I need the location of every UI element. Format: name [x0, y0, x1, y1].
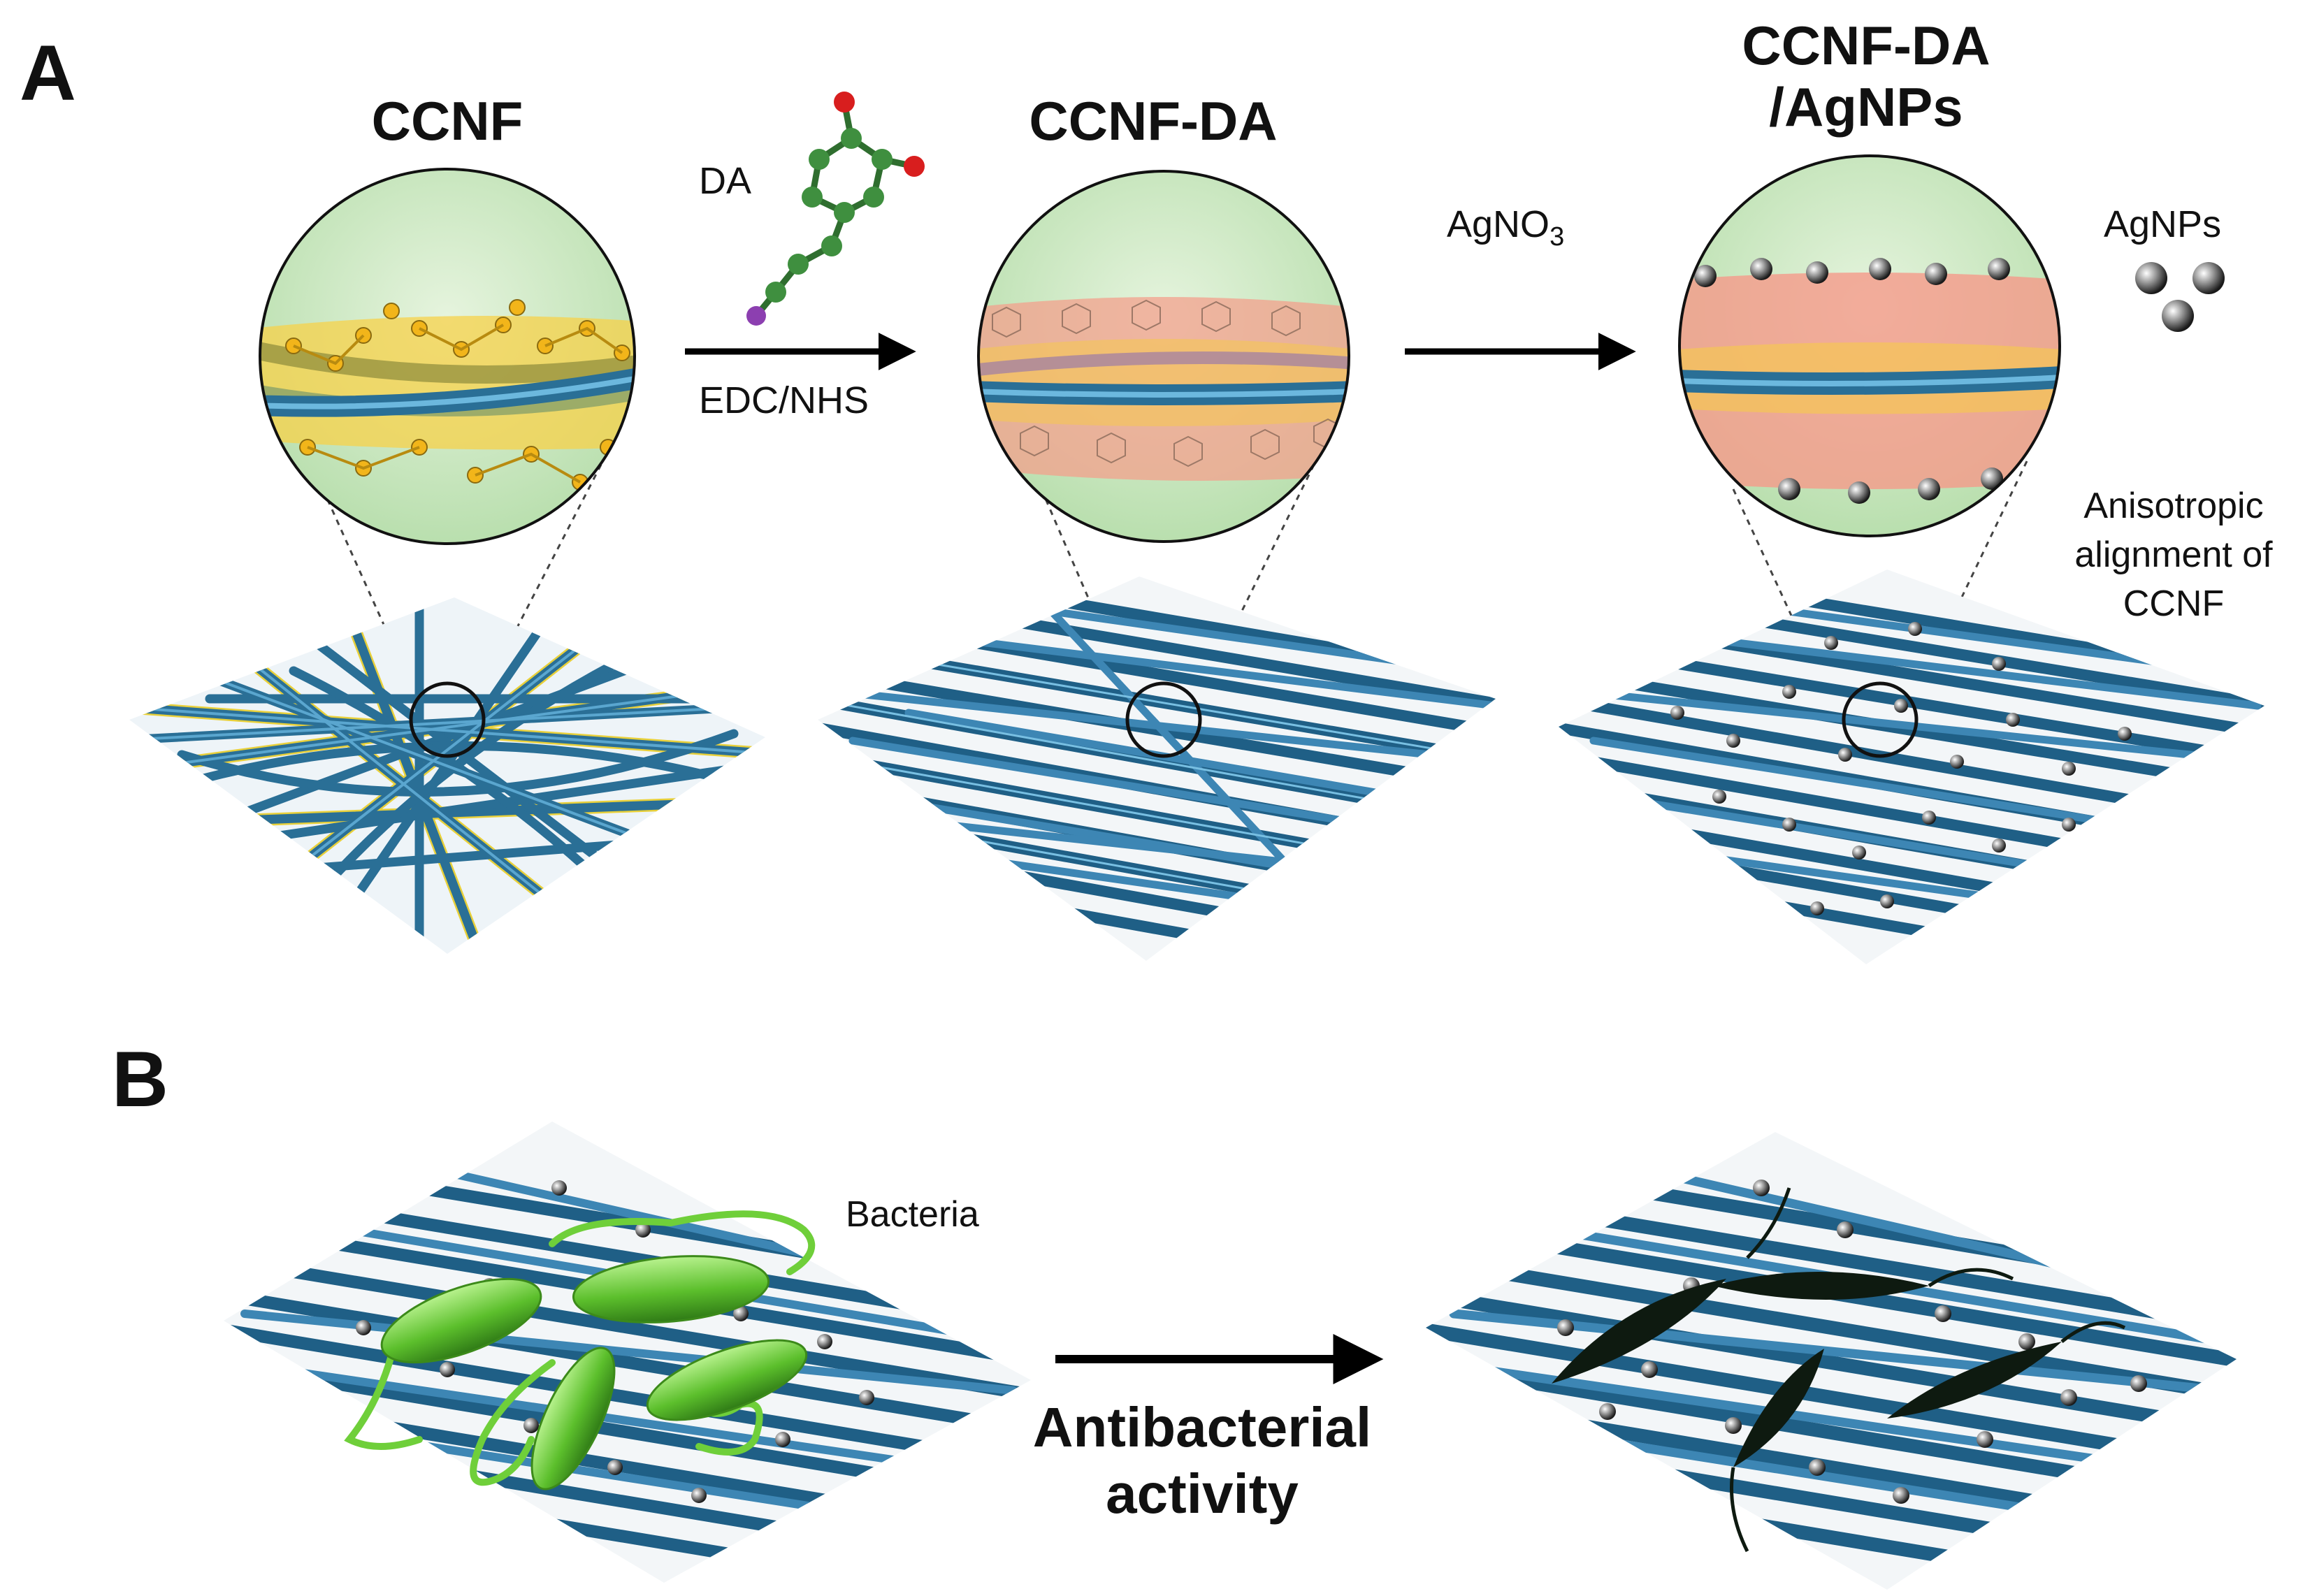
stage-ccnf-da-agnps-title-line1: CCNF-DA — [1742, 15, 1991, 76]
stage-ccnf-title: CCNF — [371, 90, 523, 152]
zoom-circle-ccnf-da — [977, 170, 1350, 543]
stage-ccnf-da-title: CCNF-DA — [1029, 90, 1278, 152]
zoom-circle-ccnf-da-agnps — [1678, 154, 2061, 537]
panel-a-letter: A — [20, 29, 76, 117]
silver-nitrate-label: AgNO3 — [1447, 203, 1565, 252]
fiber-mat-dead-bacteria — [1426, 1132, 2237, 1590]
dopamine-atoms — [746, 92, 925, 326]
fiber-mat-ccnf-da — [818, 576, 1496, 961]
antibacterial-label-line1: Antibacterial — [1032, 1396, 1372, 1458]
fiber-mat-ccnf — [129, 597, 765, 954]
alignment-note-line3: CCNF — [2123, 583, 2225, 624]
bacteria-label: Bacteria — [846, 1194, 979, 1235]
dopamine-label: DA — [699, 160, 752, 202]
stage-ccnf-da-agnps-title-line2: /AgNPs — [1769, 76, 1963, 138]
fiber-mat-with-bacteria — [224, 1122, 1031, 1583]
fiber-mat-ccnf-da-agnps — [1559, 570, 2264, 964]
edc-nhs-label: EDC/NHS — [699, 379, 869, 421]
panel-b-letter: B — [112, 1036, 168, 1123]
zoom-circle-ccnf — [259, 168, 636, 545]
antibacterial-label-line2: activity — [1106, 1463, 1299, 1525]
alignment-note-line2: alignment of — [2074, 535, 2273, 575]
alignment-note-line1: Anisotropic — [2083, 486, 2264, 526]
agnps-cluster — [2135, 262, 2225, 332]
agnps-label: AgNPs — [2104, 203, 2222, 245]
bacteria-bodies — [380, 1255, 808, 1490]
dead-bacteria — [1552, 1272, 2062, 1467]
